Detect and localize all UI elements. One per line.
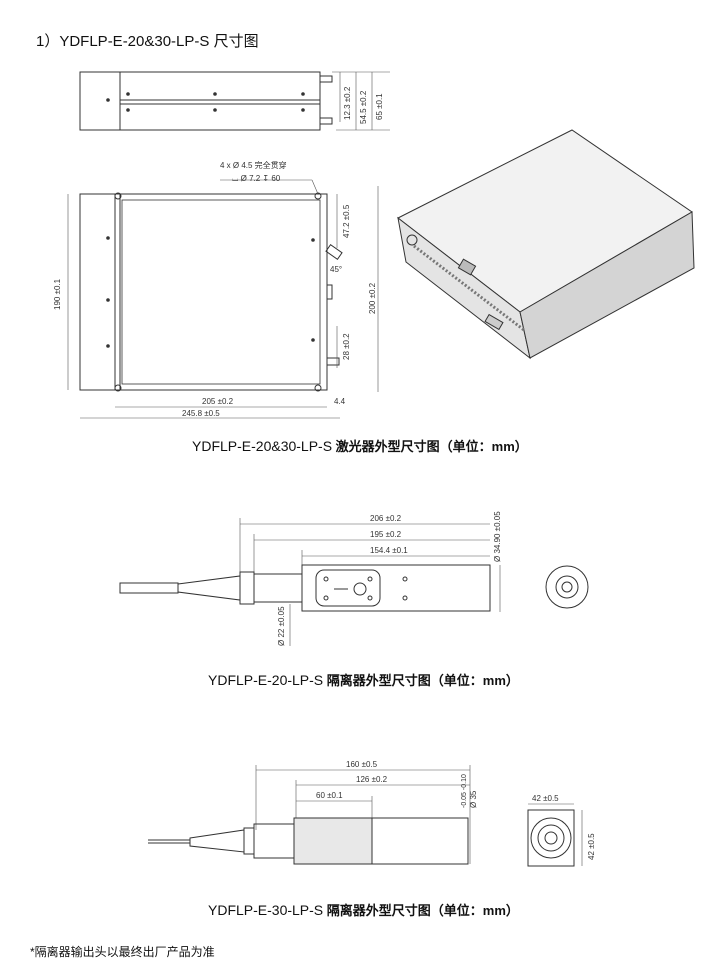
page-heading: 1）YDFLP-E-20&30-LP-S 尺寸图 (36, 33, 259, 50)
isolator-30-caption: YDFLP-E-30-LP-S 隔离器外型尺寸图（单位：mm） (208, 900, 519, 919)
dim-190: 190 ±0.1 (53, 278, 62, 310)
isolator-20-drawing (119, 518, 589, 646)
dim-54-5: 54.5 ±0.2 (359, 90, 368, 124)
dim-42-height: 42 ±0.5 (587, 833, 596, 860)
laser-isometric-view (397, 129, 695, 360)
dim-35-tolerance: -0.05 -0.10 (461, 774, 468, 808)
dim-22: Ø 22 ±0.05 (277, 606, 286, 646)
dim-195: 195 ±0.2 (370, 530, 402, 539)
dim-35: Ø 35 (469, 790, 478, 808)
footnote: *隔离器输出头以最终出厂产品为准 (30, 945, 215, 959)
dim-28: 28 ±0.2 (342, 333, 351, 360)
dim-245-8: 245.8 ±0.5 (182, 409, 220, 418)
dim-4-4: 4.4 (334, 397, 346, 406)
dim-65: 65 ±0.1 (375, 93, 384, 120)
laser-top-view (79, 71, 390, 131)
hole-note-2: ⌴ Ø 7.2 ↧ 60 (232, 174, 281, 183)
isolator-30-caption-model: YDFLP-E-30-LP-S (208, 902, 324, 918)
dim-160: 160 ±0.5 (346, 760, 378, 769)
isolator-30-caption-text: 隔离器外型尺寸图（单位：mm） (323, 903, 519, 918)
laser-caption-text: 激光器外型尺寸图（单位：mm） (332, 439, 528, 454)
isolator-20-caption: YDFLP-E-20-LP-S 隔离器外型尺寸图（单位：mm） (208, 670, 519, 689)
dim-47-2: 47.2 ±0.5 (342, 204, 351, 238)
dim-34-90: Ø 34.90 ±0.05 (493, 511, 502, 562)
isolator-30-drawing (148, 765, 583, 867)
dim-12-3: 12.3 ±0.2 (343, 86, 352, 120)
isolator-20-caption-model: YDFLP-E-20-LP-S (208, 672, 324, 688)
hole-note-1: 4 x Ø 4.5 完全贯穿 (220, 160, 287, 170)
dim-60: 60 ±0.1 (316, 791, 343, 800)
dim-42-width: 42 ±0.5 (532, 794, 559, 803)
dim-angle-45: 45° (330, 265, 342, 274)
dim-205: 205 ±0.2 (202, 397, 234, 406)
dim-200: 200 ±0.2 (368, 282, 377, 314)
laser-caption-model: YDFLP-E-20&30-LP-S (192, 438, 333, 454)
dim-154-4: 154.4 ±0.1 (370, 546, 408, 555)
isolator-20-caption-text: 隔离器外型尺寸图（单位：mm） (323, 673, 519, 688)
dim-126: 126 ±0.2 (356, 775, 388, 784)
laser-plan-view (67, 179, 379, 419)
dim-206: 206 ±0.2 (370, 514, 402, 523)
laser-caption: YDFLP-E-20&30-LP-S 激光器外型尺寸图（单位：mm） (192, 436, 528, 455)
